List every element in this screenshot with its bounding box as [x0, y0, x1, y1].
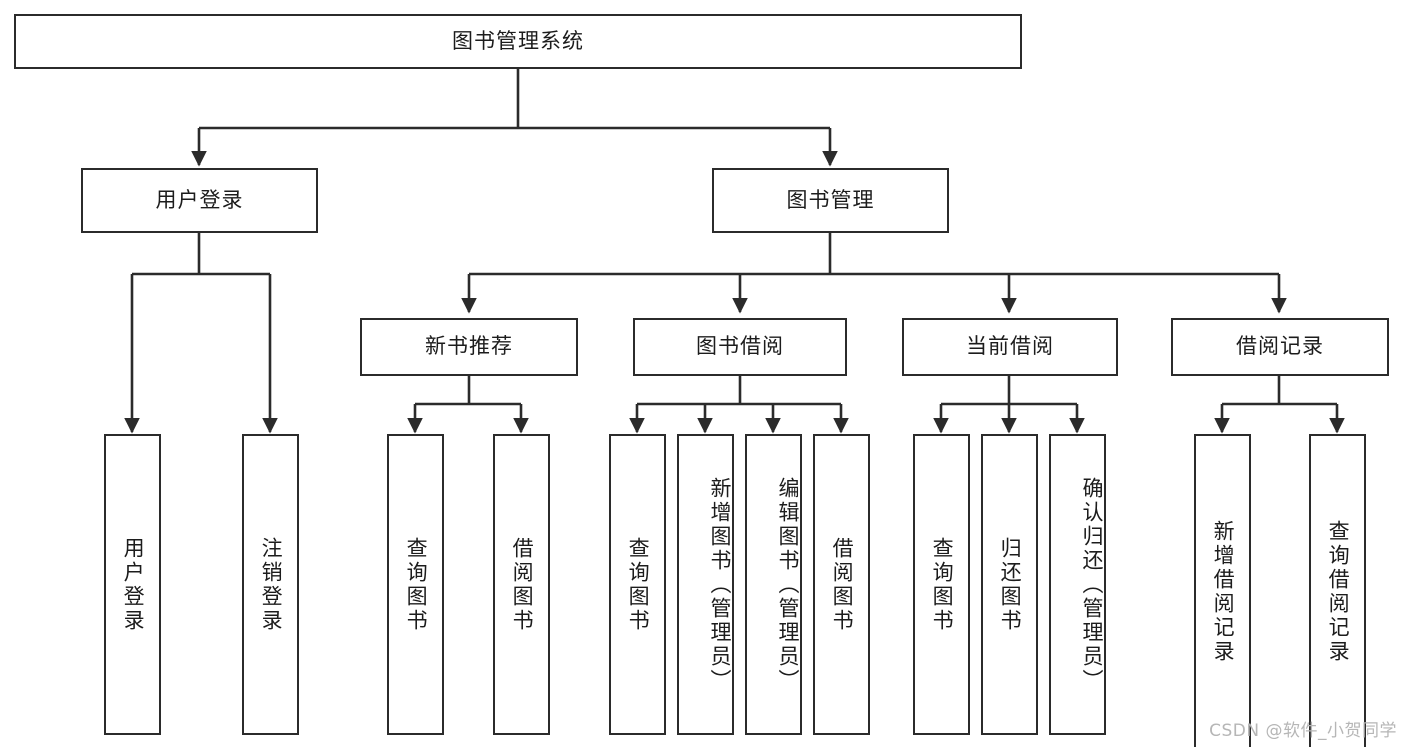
leaf-borrow-edit-book-admin[interactable]: 编辑图书（管理员）: [745, 434, 802, 735]
node-label: 查询图书: [404, 536, 429, 633]
node-label: 当前借阅: [966, 334, 1054, 359]
leaf-recommend-query-book[interactable]: 查询图书: [387, 434, 444, 735]
leaf-current-return-book[interactable]: 归还图书: [981, 434, 1038, 735]
node-root-system[interactable]: 图书管理系统: [14, 14, 1022, 69]
leaf-current-query-book[interactable]: 查询图书: [913, 434, 970, 735]
node-new-book-recommend[interactable]: 新书推荐: [360, 318, 578, 376]
node-label: 新增图书（管理员）: [708, 476, 732, 693]
leaf-borrow-query-book[interactable]: 查询图书: [609, 434, 666, 735]
leaf-borrow-add-book-admin[interactable]: 新增图书（管理员）: [677, 434, 734, 735]
node-label: 用户登录: [121, 536, 146, 633]
node-label: 确认归还（管理员）: [1080, 476, 1104, 693]
node-label: 注销登录: [259, 536, 284, 633]
node-label: 查询图书: [930, 536, 955, 633]
node-label: 图书借阅: [696, 334, 784, 359]
node-label: 归还图书: [998, 536, 1023, 633]
node-book-management[interactable]: 图书管理: [712, 168, 949, 233]
leaf-current-confirm-return-admin[interactable]: 确认归还（管理员）: [1049, 434, 1106, 735]
node-label: 图书管理系统: [452, 28, 584, 53]
node-label: 用户登录: [155, 187, 244, 212]
leaf-user-login-signout[interactable]: 注销登录: [242, 434, 299, 735]
node-label: 借阅图书: [510, 536, 535, 633]
leaf-user-login-signin[interactable]: 用户登录: [104, 434, 161, 735]
node-borrow-record[interactable]: 借阅记录: [1171, 318, 1389, 376]
node-label: 借阅图书: [830, 536, 855, 633]
node-label: 编辑图书（管理员）: [776, 476, 800, 693]
leaf-record-query-record[interactable]: 查询借阅记录: [1309, 434, 1366, 747]
node-label: 查询借阅记录: [1326, 520, 1351, 664]
node-label: 图书管理: [786, 187, 875, 212]
node-label: 新书推荐: [425, 334, 513, 359]
node-label: 借阅记录: [1236, 334, 1324, 359]
node-label: 新增借阅记录: [1211, 520, 1236, 664]
node-user-login[interactable]: 用户登录: [81, 168, 318, 233]
leaf-record-add-record[interactable]: 新增借阅记录: [1194, 434, 1251, 747]
node-current-borrow[interactable]: 当前借阅: [902, 318, 1118, 376]
node-book-borrow[interactable]: 图书借阅: [633, 318, 847, 376]
leaf-recommend-borrow-book[interactable]: 借阅图书: [493, 434, 550, 735]
leaf-borrow-borrow-book[interactable]: 借阅图书: [813, 434, 870, 735]
node-label: 查询图书: [626, 536, 651, 633]
